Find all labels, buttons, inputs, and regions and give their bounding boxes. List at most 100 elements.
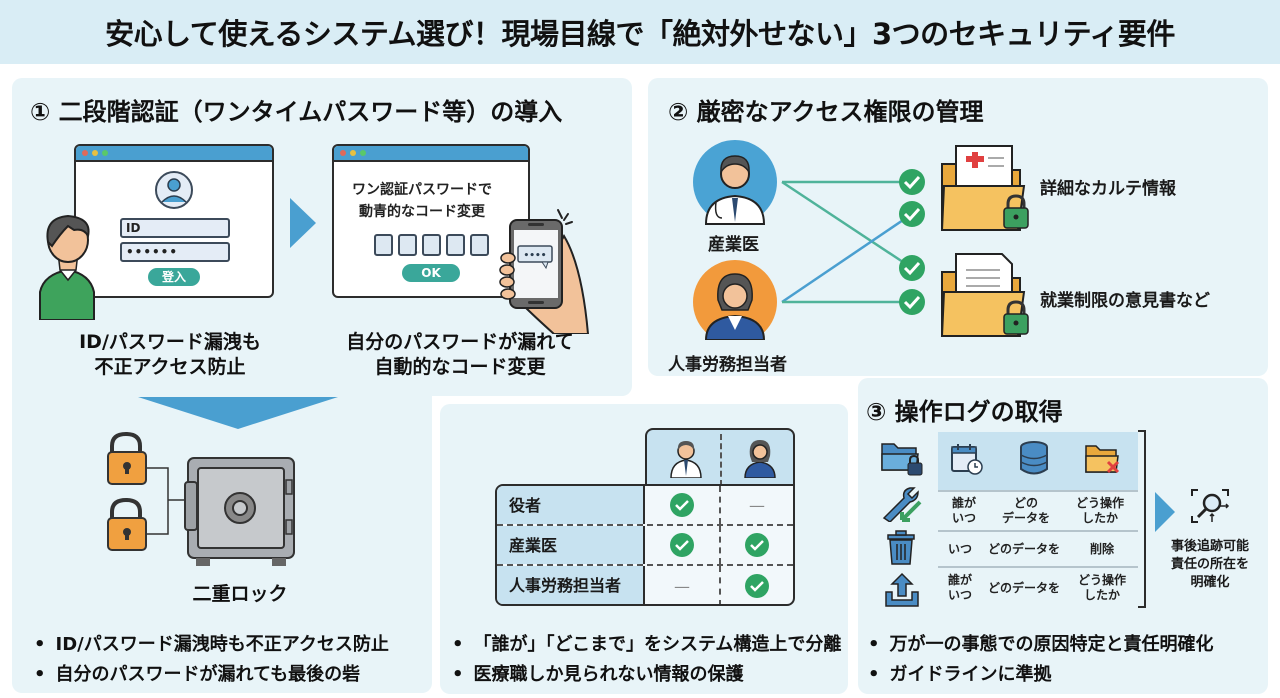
caption-right-line2: 自動的なコード変更 <box>374 356 546 378</box>
log-row: 誰が いつ どの データを どう操作 したか <box>938 490 1138 530</box>
caption-left-line1: ID/パスワード漏洩も <box>79 331 261 353</box>
access-matrix: 役者 — 産業医 人事労務担当者 — <box>440 400 848 620</box>
connector-line <box>781 212 913 304</box>
otp-window: ワン認証パスワードで 動⻘的なコード変更 OK <box>332 144 530 298</box>
close-dot-icon <box>82 150 88 156</box>
matrix-row-label: 人事労務担当者 <box>497 566 645 604</box>
log-row: 誰が いつ どのデータを どう操作 したか <box>938 566 1138 608</box>
bullet-item: 自分のパスワードが漏れても最後の砦 <box>34 660 389 690</box>
result-line1: 事後追跡可能 <box>1170 539 1249 554</box>
log-cell: いつ <box>947 541 972 556</box>
code-input-box[interactable] <box>374 234 393 256</box>
page-title: 安心して使えるシステム選び！現場目線で「絶対外せない」3つのセキュリティ要件 <box>105 17 1175 51</box>
window-titlebar <box>334 146 528 162</box>
bullet-item: 医療職しか見られない情報の保護 <box>452 660 841 690</box>
calendar-clock-icon <box>951 444 983 475</box>
login-button[interactable]: 登入 <box>148 268 200 286</box>
check-icon <box>899 201 925 227</box>
code-input-box[interactable] <box>470 234 489 256</box>
folder-delete-icon <box>1085 445 1120 474</box>
log-row: いつ どのデータを 削除 <box>938 530 1138 566</box>
section3-bullets: 万が一の事態での原因特定と責任明確化 ガイドラインに準拠 <box>868 630 1214 690</box>
smartphone-icon: •••• <box>499 209 590 334</box>
section1-title: ① 二段階認証（ワンタイムパスワード等）の導入 <box>30 98 563 126</box>
arrow-right-icon <box>290 198 316 248</box>
log-cell: 誰が いつ <box>951 496 976 525</box>
otp-text-line2: 動⻘的なコード変更 <box>359 204 485 220</box>
bullet-item: 万が一の事態での原因特定と責任明確化 <box>868 630 1214 660</box>
padlock-icon <box>107 431 147 485</box>
database-icon <box>1020 441 1048 475</box>
check-icon <box>745 574 769 598</box>
log-cell: どう操作 したか <box>1075 496 1124 525</box>
section2-title: ② 厳密なアクセス権限の管理 <box>668 98 984 126</box>
check-icon <box>899 255 925 281</box>
close-dot-icon <box>340 150 346 156</box>
matrix-cell <box>719 566 793 604</box>
ok-button[interactable]: OK <box>402 264 460 282</box>
matrix-row: 人事労務担当者 — <box>497 566 793 604</box>
maximize-dot-icon <box>102 150 108 156</box>
maximize-dot-icon <box>360 150 366 156</box>
arrow-right-icon <box>1155 492 1175 532</box>
section2-bullets: 「誰が」「どこまで」をシステム構造上で分離 医療職しか見られない情報の保護 <box>452 630 842 690</box>
section1-bullets: ID/パスワード漏洩時も不正アクセス防止 自分のパスワードが漏れても最後の砦 <box>34 630 389 690</box>
log-cell: 誰が いつ <box>947 573 972 602</box>
login-window: ID •••••• 登入 <box>74 144 274 298</box>
resource-label-work-restriction: 就業制限の意見書など <box>1040 291 1210 311</box>
resource-label-medical-record: 詳細なカルテ情報 <box>1040 179 1176 199</box>
folder-lock-icon <box>881 443 923 476</box>
check-icon <box>670 533 694 557</box>
log-table-header <box>938 432 1138 490</box>
code-input-box[interactable] <box>446 234 465 256</box>
user-person-icon <box>39 214 95 320</box>
minimize-dot-icon <box>92 150 98 156</box>
bullet-item: ガイドラインに準拠 <box>868 660 1214 690</box>
check-icon <box>745 533 769 557</box>
matrix-divider <box>720 434 722 486</box>
matrix-row-label: 産業医 <box>497 526 645 564</box>
matrix-cell <box>645 526 719 564</box>
matrix-row-label: 役者 <box>497 486 645 524</box>
log-cell: どのデータを <box>987 541 1060 556</box>
check-icon <box>899 289 925 315</box>
code-input-box[interactable] <box>398 234 417 256</box>
password-field[interactable]: •••••• <box>120 242 230 262</box>
bullet-item: ID/パスワード漏洩時も不正アクセス防止 <box>34 630 389 660</box>
hr-staff-icon <box>693 260 777 340</box>
matrix-cell: — <box>674 576 690 596</box>
caption-right-line1: 自分のパスワードが漏れて <box>346 331 574 353</box>
log-cell: どう操作 したか <box>1077 573 1126 602</box>
phone-message: •••• <box>523 251 546 261</box>
matrix-cell <box>645 486 719 524</box>
safe-label: 二重ロック <box>192 583 288 605</box>
check-icon <box>670 493 694 517</box>
upload-icon <box>885 572 919 607</box>
role-label-doctor: 産業医 <box>708 235 759 255</box>
otp-text-line1: ワン認証パスワードで <box>352 182 492 198</box>
bullet-item: 「誰が」「どこまで」をシステム構造上で分離 <box>452 630 842 660</box>
log-bracket <box>1138 430 1146 608</box>
section3-title: ③ 操作ログの取得 <box>866 398 1063 426</box>
matrix-row: 役者 — <box>497 486 793 526</box>
doctor-icon <box>670 441 702 478</box>
matrix-cell <box>719 526 793 564</box>
matrix-body: 役者 — 産業医 人事労務担当者 — <box>495 484 795 606</box>
matrix-cell: — <box>719 486 793 524</box>
medical-record-folder-icon <box>940 145 1029 231</box>
safe-icon <box>184 457 295 566</box>
id-field[interactable]: ID <box>120 218 230 238</box>
connector-line <box>781 180 913 270</box>
code-input-box[interactable] <box>422 234 441 256</box>
hr-staff-icon <box>744 440 776 478</box>
document-folder-icon <box>940 253 1029 337</box>
matrix-header <box>645 428 795 486</box>
result-line3: 明確化 <box>1190 575 1230 590</box>
log-cell: どのデータを <box>987 580 1060 595</box>
log-cell: どの データを <box>1001 496 1050 525</box>
arrow-down-icon <box>138 397 338 429</box>
access-diagram <box>693 140 1029 340</box>
trash-icon <box>887 530 915 565</box>
minimize-dot-icon <box>350 150 356 156</box>
result-line2: 責任の所在を <box>1170 557 1249 572</box>
